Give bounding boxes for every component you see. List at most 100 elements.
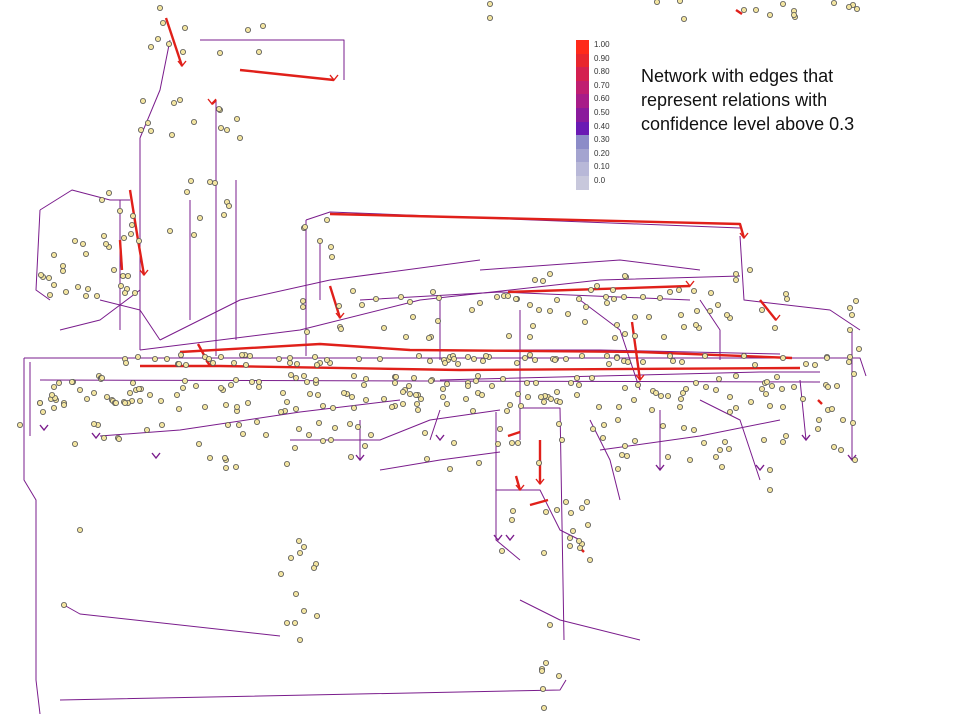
graph-node <box>104 393 111 400</box>
graph-node <box>409 313 416 320</box>
graph-node <box>761 436 768 443</box>
relation-edge <box>63 604 281 637</box>
legend-swatch <box>576 94 589 109</box>
strong-edge-arrow <box>335 312 345 320</box>
graph-node <box>195 440 202 447</box>
graph-node <box>233 403 240 410</box>
graph-node <box>127 389 134 396</box>
strong-relation-edge <box>529 498 549 507</box>
graph-node <box>579 504 586 511</box>
strong-edge-arrow <box>329 74 339 82</box>
graph-node <box>464 382 471 389</box>
strong-relation-edge <box>179 342 793 360</box>
caption-line-2: represent relations with <box>641 90 828 110</box>
graph-node <box>337 325 344 332</box>
graph-node <box>221 454 228 461</box>
graph-node <box>181 24 188 31</box>
graph-node <box>622 442 629 449</box>
graph-node <box>147 127 154 134</box>
graph-node <box>439 393 446 400</box>
graph-node <box>434 317 441 324</box>
graph-node <box>446 465 453 472</box>
strong-edge-arrow <box>139 269 149 277</box>
relation-edge <box>59 289 141 331</box>
relation-edge <box>305 211 741 229</box>
graph-node <box>113 399 120 406</box>
graph-node <box>253 418 260 425</box>
graph-node <box>616 403 623 410</box>
graph-node <box>156 5 163 11</box>
graph-node <box>135 237 142 244</box>
graph-node <box>554 388 561 395</box>
graph-node <box>372 295 379 302</box>
graph-node <box>391 379 398 386</box>
graph-node <box>665 392 672 399</box>
graph-node <box>348 393 355 400</box>
graph-node <box>120 272 127 279</box>
graph-node <box>354 423 361 430</box>
graph-node <box>646 313 653 320</box>
graph-node <box>567 543 574 550</box>
graph-node <box>91 420 98 427</box>
edge-arrow <box>91 432 101 440</box>
graph-node <box>716 375 723 382</box>
graph-node <box>327 436 334 443</box>
graph-node <box>77 527 84 534</box>
graph-node <box>505 332 512 339</box>
relation-edge <box>139 39 171 139</box>
graph-node <box>295 538 302 545</box>
legend-label: 0.80 <box>594 67 610 77</box>
node-layer <box>16 0 863 712</box>
graph-node <box>423 455 430 462</box>
graph-node <box>691 287 698 294</box>
graph-node <box>296 637 303 644</box>
graph-node <box>475 459 482 466</box>
graph-node <box>596 403 603 410</box>
strong-relation-edge <box>328 285 342 319</box>
graph-node <box>722 438 729 445</box>
graph-node <box>99 374 106 381</box>
graph-node <box>406 390 413 397</box>
legend-label: 0.30 <box>594 135 610 145</box>
graph-node <box>388 403 395 410</box>
graph-node <box>767 11 774 18</box>
graph-node <box>715 301 722 308</box>
graph-node <box>125 272 132 279</box>
graph-node <box>60 267 67 274</box>
graph-node <box>574 391 581 398</box>
graph-node <box>588 286 595 293</box>
graph-node <box>300 372 307 379</box>
strong-relation-edge <box>239 68 335 82</box>
graph-node <box>349 287 356 294</box>
graph-node <box>206 178 213 185</box>
graph-node <box>503 407 510 414</box>
relation-edge <box>39 189 130 211</box>
graph-node <box>678 311 685 318</box>
graph-node <box>486 14 493 21</box>
relation-edge <box>589 419 621 501</box>
graph-node <box>583 303 590 310</box>
graph-node <box>753 7 760 13</box>
graph-node <box>803 360 810 367</box>
graph-node <box>248 378 255 385</box>
graph-node <box>319 402 326 409</box>
graph-node <box>547 270 554 277</box>
graph-node <box>703 383 710 390</box>
graph-node <box>283 398 290 405</box>
graph-node <box>611 295 618 302</box>
graph-node <box>159 19 166 26</box>
graph-node <box>227 381 234 388</box>
graph-node <box>547 307 554 314</box>
graph-node <box>678 395 685 402</box>
graph-node <box>262 431 269 438</box>
graph-node <box>554 296 561 303</box>
graph-node <box>847 304 854 311</box>
relation-edge <box>495 412 521 561</box>
graph-node <box>741 7 748 13</box>
strong-relation-edge <box>507 430 521 438</box>
graph-node <box>854 6 861 12</box>
graph-node <box>658 392 665 399</box>
graph-node <box>847 326 854 333</box>
graph-node <box>46 274 53 281</box>
